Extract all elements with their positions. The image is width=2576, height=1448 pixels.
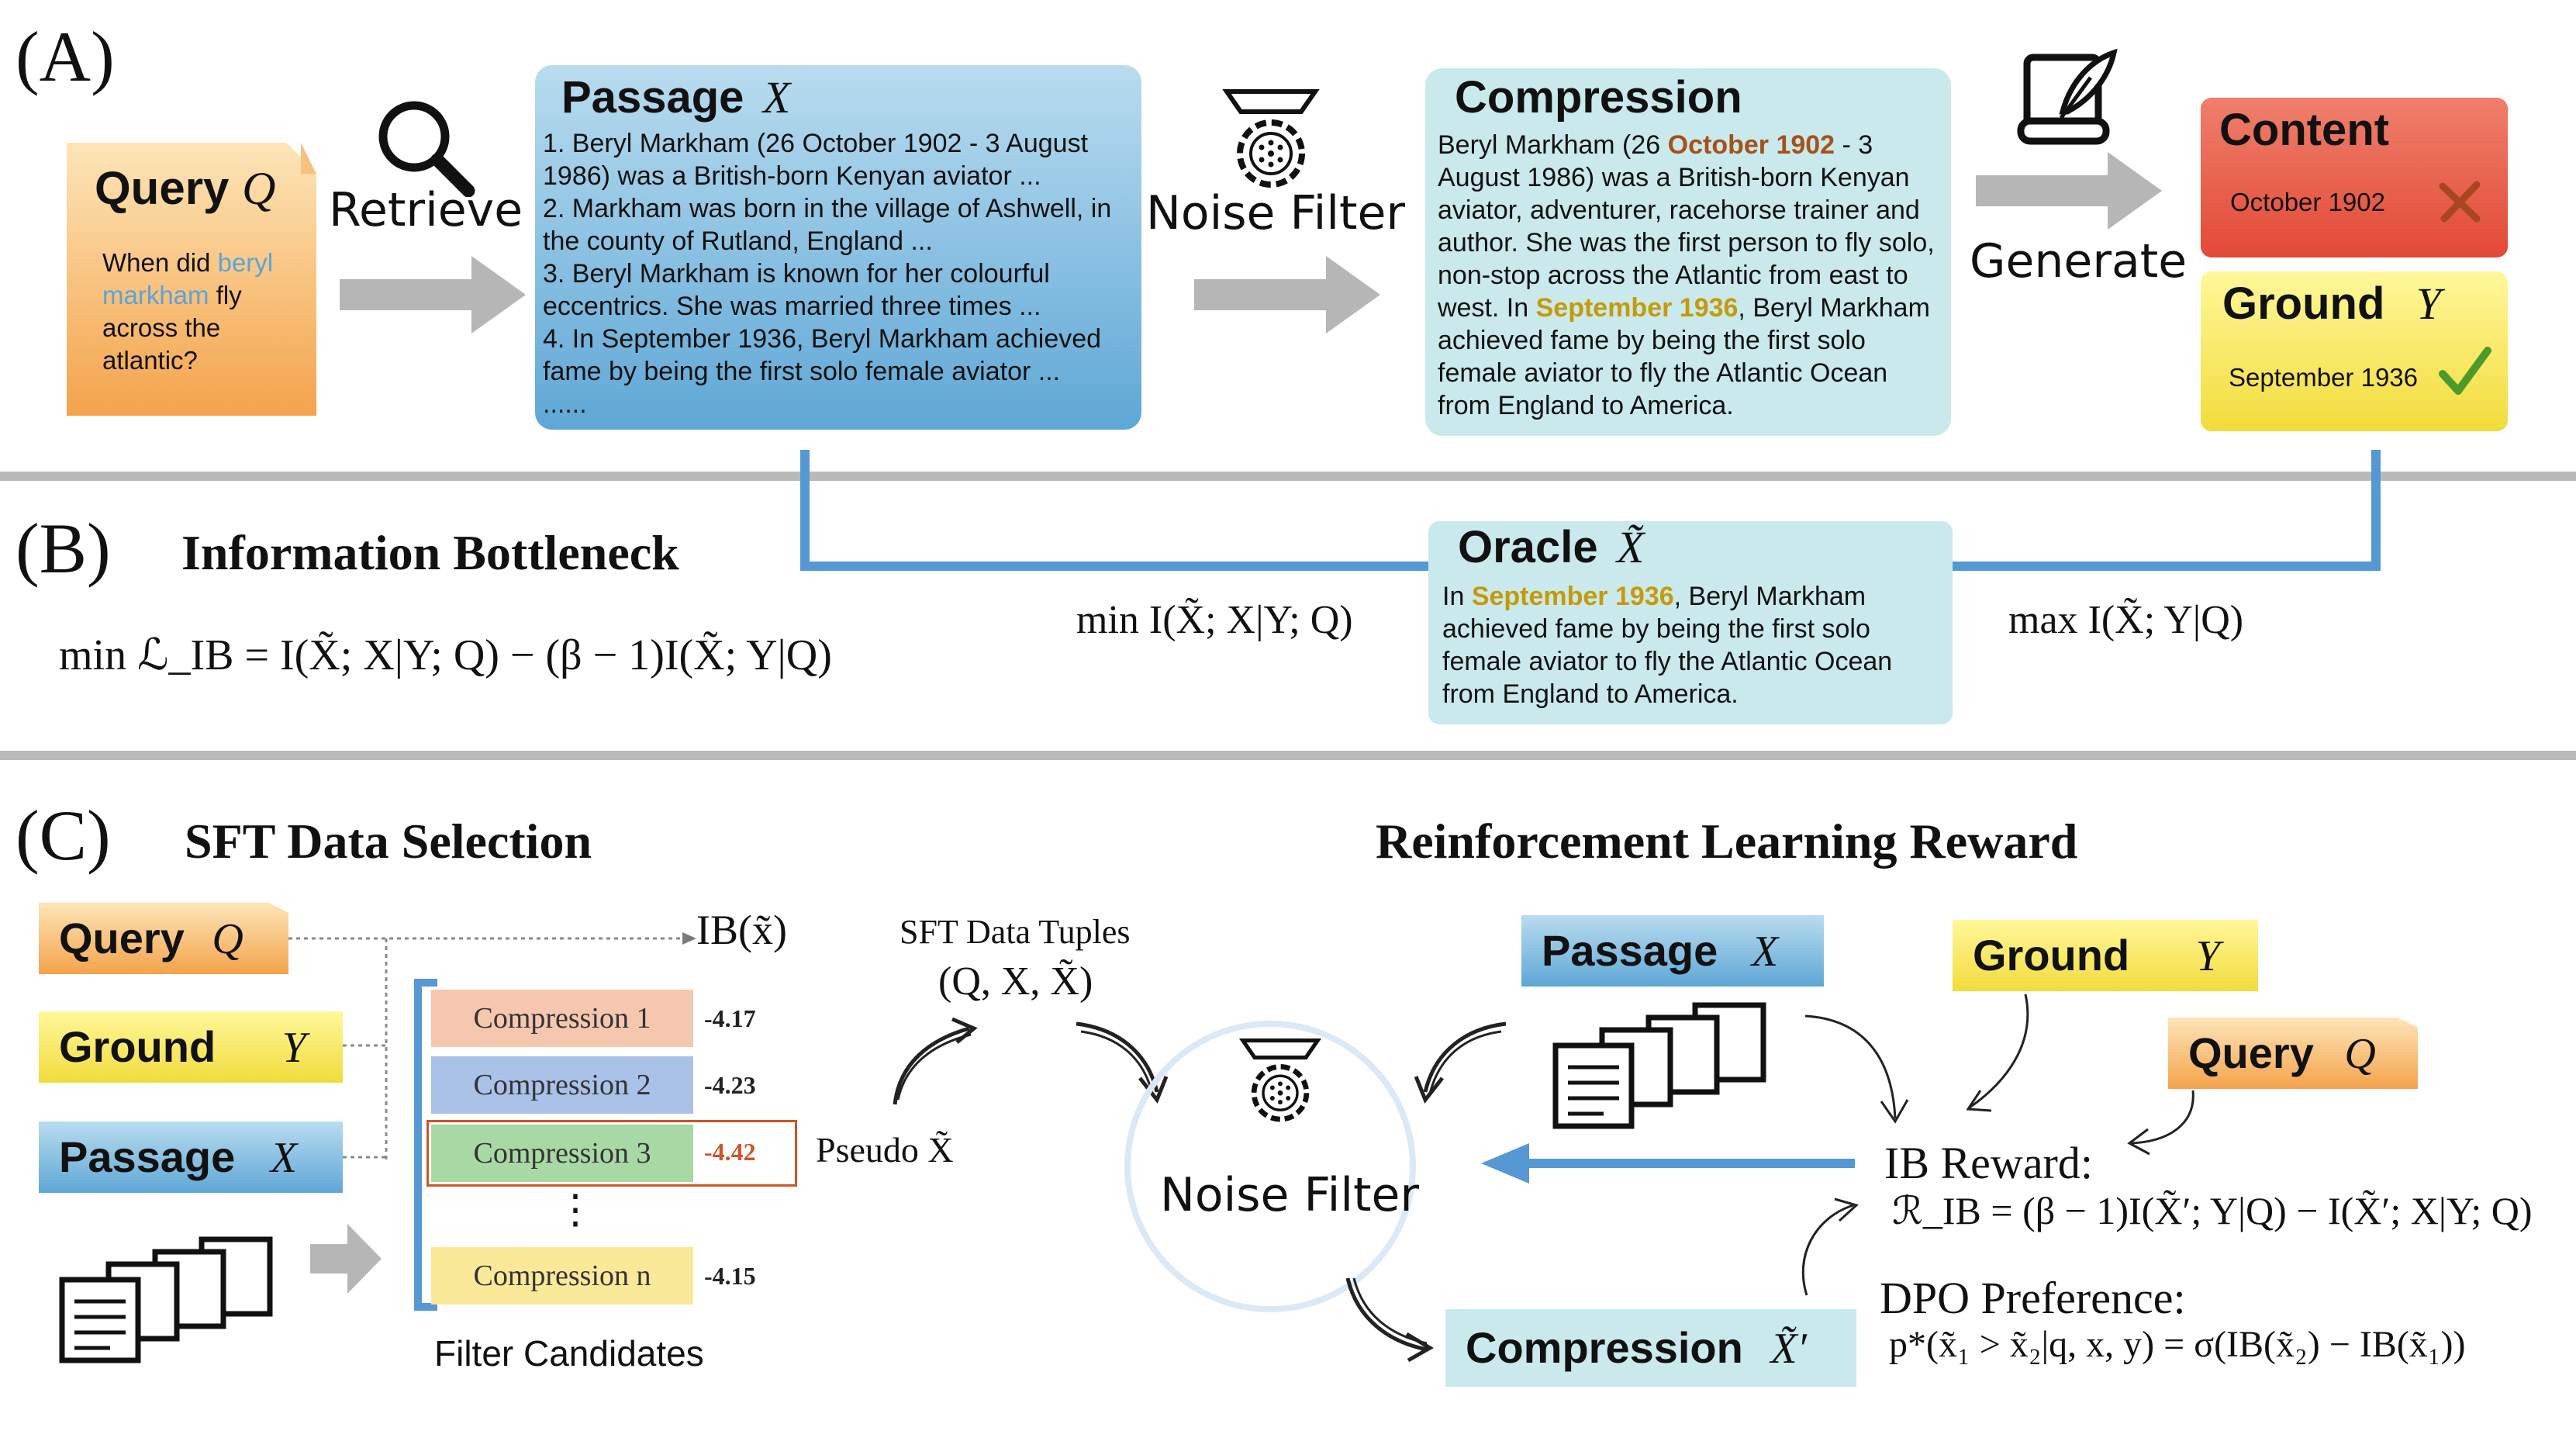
cross-icon bbox=[2439, 181, 2481, 223]
noise-filter-icon-rl bbox=[1238, 1038, 1322, 1122]
connector-right-vertical bbox=[2371, 450, 2381, 571]
content-card: Content October 1902 bbox=[2201, 98, 2508, 257]
arrow-passage-to-reward bbox=[1804, 1014, 1909, 1124]
passage-card: Passage X 1. Beryl Markham (26 October 1… bbox=[535, 65, 1141, 430]
query-fold bbox=[301, 143, 316, 174]
bracket-bottom bbox=[414, 1303, 437, 1311]
connector-right-horizontal bbox=[1953, 562, 2381, 571]
oracle-title: Oracle bbox=[1458, 522, 1598, 572]
ground-value: September 1936 bbox=[2229, 363, 2419, 392]
passage-line: 4. In September 1936, Beryl Markham achi… bbox=[543, 324, 1102, 386]
passage-title: Passage bbox=[561, 72, 744, 123]
ib-title: Information Bottleneck bbox=[181, 525, 679, 580]
noise-filter-label: Noise Filter bbox=[1146, 186, 1406, 240]
candidate-2: Compression 2 bbox=[431, 1056, 693, 1114]
sft-tuples-label: SFT Data Tuples bbox=[900, 913, 1131, 951]
compression-card: Compression Beryl Markham (26 October 19… bbox=[1425, 68, 1951, 436]
passage-line: 2. Markham was born in the village of As… bbox=[543, 194, 1112, 256]
quill-scroll-icon bbox=[2017, 48, 2118, 145]
sft-passage-tag: Passage X bbox=[39, 1121, 343, 1193]
check-icon bbox=[2439, 347, 2491, 395]
retrieve-arrow bbox=[340, 256, 526, 333]
arrow-query-to-reward bbox=[2127, 1090, 2194, 1156]
curved-arrow-passage-to-filter bbox=[1414, 1021, 1507, 1104]
curved-arrow-up bbox=[893, 1017, 978, 1105]
candidate-n: Compression n bbox=[431, 1247, 693, 1305]
sft-dotted-connectors bbox=[288, 932, 696, 1160]
arrow-ground-to-reward bbox=[1966, 994, 2029, 1112]
ground-var: Y bbox=[2415, 278, 2442, 329]
candidate-3-score: -4.42 bbox=[704, 1138, 756, 1166]
candidate-n-score: -4.15 bbox=[704, 1262, 756, 1290]
query-title: Query bbox=[95, 162, 230, 214]
content-title: Content bbox=[2219, 105, 2390, 155]
noise-filter-icon bbox=[1222, 89, 1320, 188]
candidate-3: Compression 3 bbox=[431, 1125, 693, 1182]
sft-ground-tag: Ground Y bbox=[39, 1011, 343, 1083]
compression-text: Beryl Markham (26 October 1902 - 3 Augus… bbox=[1438, 130, 1935, 420]
pseudo-label: Pseudo X̃ bbox=[816, 1130, 954, 1170]
document-stack-icon bbox=[59, 1236, 273, 1363]
rl-compression-tag: Compression X̃′ bbox=[1445, 1309, 1856, 1387]
passage-line: 1. Beryl Markham (26 October 1902 - 3 Au… bbox=[543, 129, 1089, 191]
passage-var: X bbox=[762, 72, 791, 123]
generate-arrow bbox=[1976, 152, 2162, 230]
content-value: October 1902 bbox=[2230, 188, 2385, 216]
ib-reward-label: IB Reward: bbox=[1884, 1138, 2093, 1188]
compression-title: Compression bbox=[1455, 72, 1742, 123]
ground-title: Ground bbox=[2222, 278, 2385, 329]
rl-ground-tag: Ground Y bbox=[1953, 920, 2258, 991]
query-card: Query Q When did beryl markham fly acros… bbox=[67, 143, 316, 416]
noise-filter-circle bbox=[1124, 1021, 1416, 1312]
sft-query-tag: Query Q bbox=[39, 903, 288, 974]
filter-candidates-label: Filter Candidates bbox=[434, 1333, 704, 1374]
ib-score-label: IB(x̃) bbox=[696, 907, 787, 953]
selected-candidate-frame bbox=[426, 1120, 797, 1187]
query-text: When did beryl markham fly across the at… bbox=[102, 248, 274, 375]
passage-lines: 1. Beryl Markham (26 October 1902 - 3 Au… bbox=[543, 127, 1132, 420]
candidate-bracket bbox=[414, 979, 422, 1311]
panel-a-label: (A) bbox=[16, 17, 115, 96]
rl-query-tag: Query Q bbox=[2168, 1018, 2418, 1089]
connector-left-horizontal bbox=[800, 562, 1428, 571]
ground-card: Ground Y September 1936 bbox=[2201, 271, 2508, 431]
separator-bc bbox=[0, 751, 2576, 760]
arrow-compression-to-dpo bbox=[1801, 1197, 1859, 1296]
magnifier-icon bbox=[378, 101, 475, 197]
generate-label: Generate bbox=[1970, 234, 2188, 289]
max-term: max I(X̃; Y|Q) bbox=[2008, 598, 2244, 642]
candidates-arrow bbox=[310, 1224, 382, 1294]
rl-title: Reinforcement Learning Reward bbox=[1376, 814, 2078, 869]
rl-passage-tag: Passage X bbox=[1521, 915, 1824, 987]
sft-title: SFT Data Selection bbox=[185, 814, 592, 869]
sft-tuple-math: (Q, X, X̃) bbox=[938, 959, 1093, 1004]
oracle-text: In September 1936, Beryl Markham achieve… bbox=[1442, 582, 1893, 709]
candidate-1-score: -4.17 bbox=[704, 1004, 756, 1032]
bracket-top bbox=[414, 979, 437, 987]
oracle-var: X̃ bbox=[1617, 522, 1645, 572]
ib-objective: min ℒ_IB = I(X̃; X|Y; Q) − (β − 1)I(X̃; … bbox=[59, 631, 832, 679]
candidate-ellipsis: ⋮ bbox=[555, 1188, 596, 1232]
passage-line: 3. Beryl Markham is known for her colour… bbox=[543, 259, 1050, 321]
connector-left-vertical bbox=[800, 450, 810, 571]
curved-arrow-to-compression bbox=[1345, 1277, 1434, 1363]
filter-arrow bbox=[1194, 256, 1380, 333]
panel-c-label: (C) bbox=[16, 796, 111, 875]
retrieve-label: Retrieve bbox=[329, 183, 523, 237]
oracle-card: Oracle X̃ In September 1936, Beryl Markh… bbox=[1428, 521, 1953, 724]
noise-filter-rl-label: Noise Filter bbox=[1160, 1168, 1420, 1222]
panel-b-label: (B) bbox=[16, 509, 111, 588]
rl-document-stack-icon bbox=[1552, 1002, 1766, 1129]
reward-feedback-arrow bbox=[1481, 1143, 1855, 1184]
separator-ab bbox=[0, 472, 2576, 481]
ib-reward-formula: ℛ_IB = (β − 1)I(X̃′; Y|Q) − I(X̃′; X|Y; … bbox=[1892, 1189, 2533, 1232]
candidate-1: Compression 1 bbox=[431, 990, 693, 1047]
passage-line: ...... bbox=[543, 389, 587, 419]
query-var: Q bbox=[242, 163, 276, 214]
candidate-2-score: -4.23 bbox=[704, 1071, 756, 1099]
dpo-label: DPO Preference: bbox=[1880, 1273, 2186, 1323]
min-term: min I(X̃; X|Y; Q) bbox=[1076, 598, 1353, 642]
dpo-formula: p*(x̃₁ > x̃₂|q, x, y) = σ(IB(x̃₂) − IB(x… bbox=[1889, 1324, 2466, 1365]
